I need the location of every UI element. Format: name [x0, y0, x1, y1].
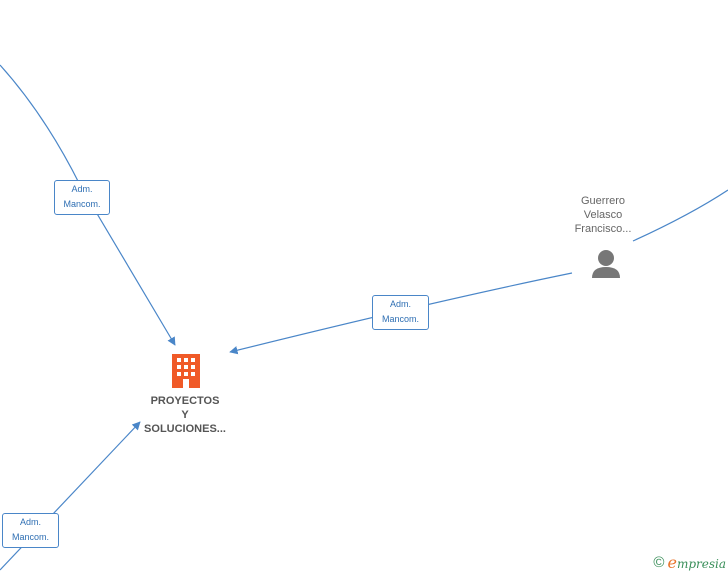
edge-label-bottom-left[interactable]: Adm. Mancom.: [2, 513, 59, 548]
company-name-line: Y: [181, 409, 189, 421]
building-icon[interactable]: [172, 354, 200, 388]
edge-label-line: Mancom.: [11, 532, 49, 542]
edge-label-line: Adm.: [71, 184, 93, 194]
company-name-line: PROYECTOS: [150, 395, 220, 407]
company-name-line: SOLUCIONES...: [144, 423, 226, 435]
edge-label-line: Mancom.: [63, 199, 101, 209]
person-name-line: Guerrero: [580, 195, 626, 207]
edge-label-line: Adm.: [19, 517, 41, 527]
person-name-line: Francisco...: [574, 223, 632, 235]
person-name-line: Velasco: [583, 209, 623, 221]
edge-label-person-to-company[interactable]: Adm. Mancom.: [372, 295, 429, 330]
edge-line-right-to-person: [632, 189, 728, 242]
edge-label-top-left[interactable]: Adm. Mancom.: [54, 180, 110, 215]
person-icon[interactable]: [592, 250, 620, 278]
brand-rest: mpresia: [676, 557, 726, 571]
edge-label-line: Mancom.: [381, 314, 419, 324]
brand-initial: e: [667, 553, 677, 572]
edge-line-top-left: [0, 64, 176, 346]
empresia-logo: empresia: [667, 553, 726, 572]
edge-label-line: Adm.: [389, 299, 411, 309]
footer-brand[interactable]: © empresia: [653, 553, 726, 572]
company-node-label[interactable]: PROYECTOS Y SOLUCIONES...: [120, 394, 250, 436]
person-node-label[interactable]: Guerrero Velasco Francisco...: [553, 194, 653, 236]
copyright-icon: ©: [653, 554, 665, 571]
